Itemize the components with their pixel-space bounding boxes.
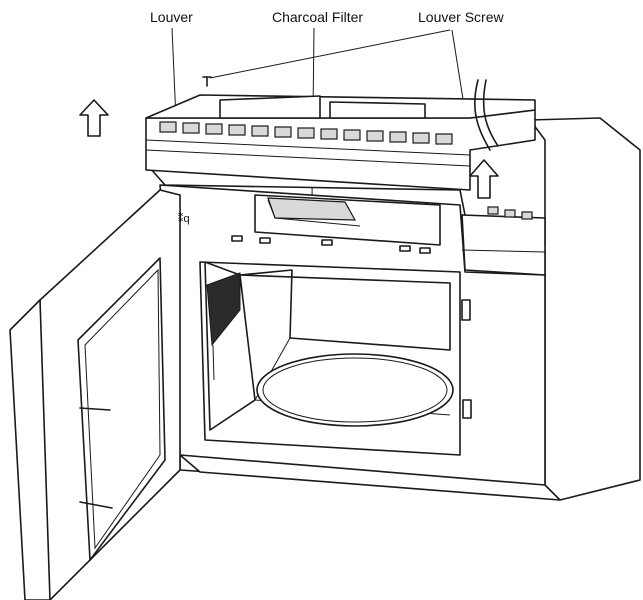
louver-screw-icon xyxy=(202,76,212,87)
power-cord xyxy=(474,79,491,151)
cabinet-right-side xyxy=(529,117,641,501)
door-window-frame xyxy=(77,257,166,561)
louver xyxy=(145,79,536,191)
up-arrow-icon xyxy=(79,99,109,137)
cavity-back-wall xyxy=(239,269,451,351)
louver-slots xyxy=(159,121,453,145)
label-charcoal-filter: Charcoal Filter xyxy=(272,9,363,25)
charcoal-filter xyxy=(267,197,357,221)
leader-screw-left xyxy=(209,29,451,79)
vent-grille xyxy=(206,272,241,347)
open-door: ⁑q xyxy=(9,189,190,600)
up-arrow-icon-right xyxy=(469,159,499,199)
door-hinge-top xyxy=(79,407,111,411)
cabinet-base xyxy=(179,454,561,501)
turntable xyxy=(256,353,454,427)
door-hinge-bottom xyxy=(79,501,113,509)
door-edge xyxy=(9,299,51,600)
filter-recess xyxy=(231,194,441,254)
svg-text:⁑q: ⁑q xyxy=(178,212,190,225)
louver-top-box xyxy=(219,95,321,119)
label-louver-screw: Louver Screw xyxy=(418,9,504,25)
control-panel xyxy=(461,206,546,276)
oven-cavity xyxy=(199,261,472,456)
label-louver: Louver xyxy=(150,9,193,25)
